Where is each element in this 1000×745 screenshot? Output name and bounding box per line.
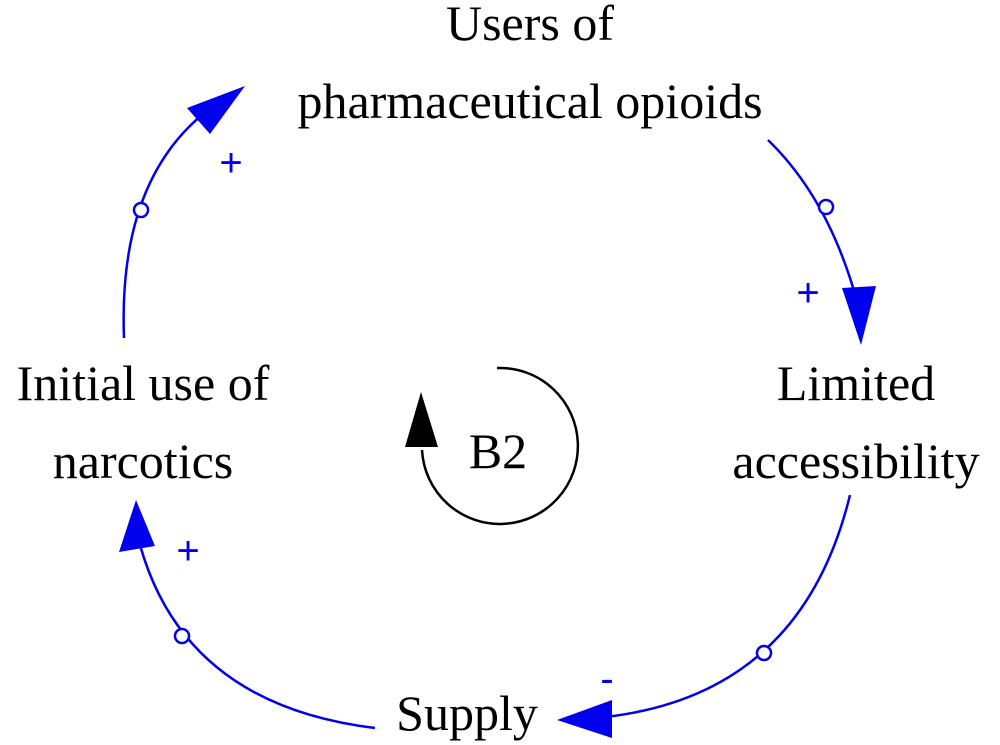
node-users-of-pharmaceutical-opioids[interactable]: Users of pharmaceutical opioids — [297, 0, 762, 129]
link-supply-to-initial-origin-marker — [173, 627, 191, 645]
link-limited-to-supply-origin-marker — [755, 644, 773, 662]
link-users-to-limited-origin-marker — [817, 198, 835, 216]
link-users-to-limited-polarity: + — [796, 271, 819, 315]
link-initial-to-users-arrowhead — [187, 86, 245, 134]
loop-marker-arc — [420, 366, 580, 526]
loop-marker-b2[interactable]: B2 — [405, 366, 580, 526]
node-limited-accessibility[interactable]: Limited accessibility — [732, 355, 979, 489]
link-initial-to-users-origin-marker — [132, 201, 150, 219]
link-supply-to-initial-arrowhead — [119, 500, 155, 552]
link-limited-to-supply-polarity: - — [600, 657, 613, 701]
node-limited-line2: accessibility — [732, 433, 979, 489]
node-initial-use-of-narcotics[interactable]: Initial use of narcotics — [17, 355, 270, 489]
link-supply-to-initial-curve — [138, 544, 376, 730]
node-limited-line1: Limited — [777, 355, 935, 411]
node-initial-line1: Initial use of — [17, 355, 270, 411]
node-users-line2: pharmaceutical opioids — [297, 73, 762, 129]
loop-label: B2 — [469, 423, 527, 479]
loop-marker-arrowhead — [405, 392, 438, 447]
node-users-line1: Users of — [446, 0, 614, 51]
link-supply-to-initial-polarity: + — [176, 529, 199, 573]
link-limited-to-supply-arrowhead — [557, 700, 612, 738]
link-initial-to-users-polarity: + — [219, 141, 242, 185]
link-limited-to-supply-curve — [594, 494, 852, 720]
node-supply-line1: Supply — [396, 685, 538, 741]
link-users-to-limited[interactable]: + — [767, 139, 876, 345]
link-limited-to-supply[interactable]: - — [557, 494, 852, 738]
link-initial-to-users-curve — [122, 109, 209, 339]
link-users-to-limited-arrowhead — [842, 286, 876, 345]
node-initial-line2: narcotics — [53, 433, 233, 489]
node-supply[interactable]: Supply — [396, 685, 538, 741]
link-supply-to-initial[interactable]: + — [119, 500, 376, 730]
link-initial-to-users[interactable]: + — [122, 86, 245, 339]
